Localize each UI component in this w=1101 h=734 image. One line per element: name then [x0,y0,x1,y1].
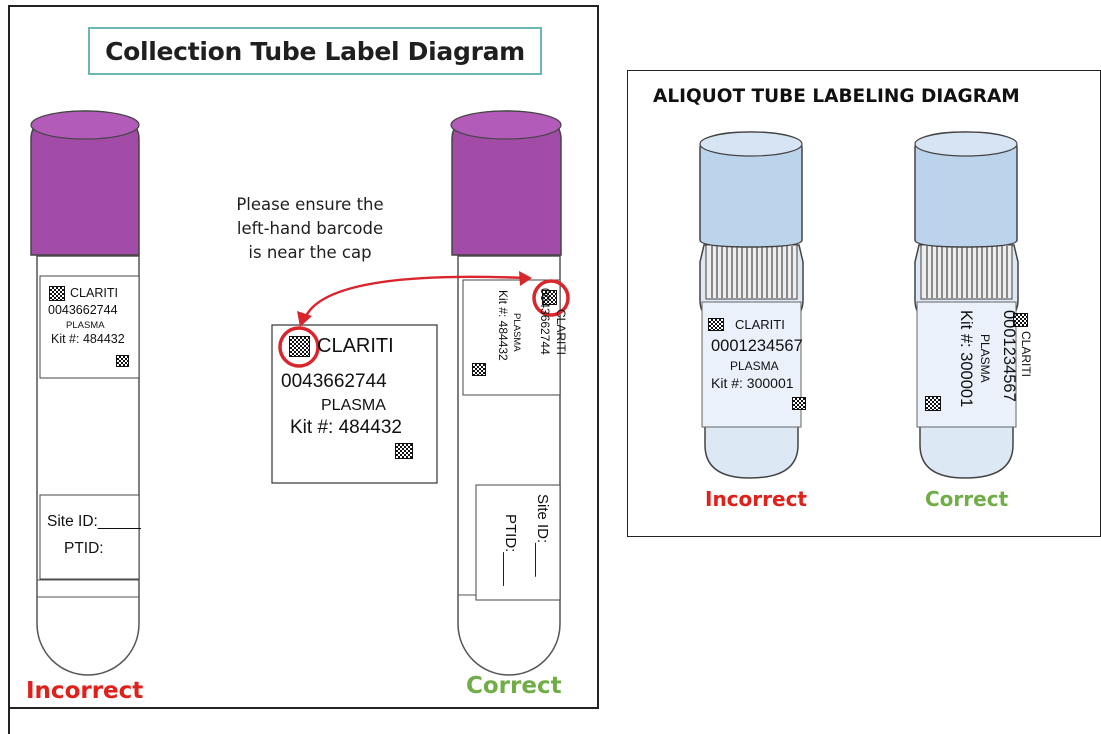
note-line: left-hand barcode [236,219,384,238]
site-id-field: Site ID:_____ [47,513,141,530]
aliquot-correct-caption: Correct [925,487,1009,511]
barcode-icon [116,355,129,367]
label-kit: Kit #: 484432 [51,332,125,346]
note-line: is near the cap [248,243,372,262]
divider-line [8,709,10,734]
collection-tube-correct [450,110,562,676]
zoom-label-type: PLASMA [321,397,386,414]
rot-ptid: PTID:____ [502,514,519,586]
label-number: 0043662744 [48,303,118,317]
aliquot-rot-type: PLASMA [978,334,992,383]
barcode-icon [708,318,724,331]
rot-site-id: Site ID:____ [534,494,551,577]
aliquot-label-brand: CLARITI [735,317,785,332]
aliquot-incorrect-caption: Incorrect [705,487,807,511]
aliquot-tube-correct [914,131,1019,479]
zoom-label-brand: CLARITI [317,335,394,357]
label-type: PLASMA [66,320,105,331]
barcode-icon [1013,313,1028,327]
barcode-icon [472,363,486,376]
rot-label-kit: Kit #: 484432 [496,290,510,361]
barcode-icon [289,336,310,357]
zoom-label-number: 0043662744 [281,371,387,392]
collection-incorrect-caption: Incorrect [26,678,144,704]
collection-correct-caption: Correct [466,673,562,699]
aliquot-rot-brand: CLARITI [1019,331,1033,378]
aliquot-rot-kit: Kit #: 300001 [957,310,975,408]
aliquot-label-type: PLASMA [730,359,779,373]
barcode-icon [792,397,806,410]
zoom-label-kit: Kit #: 484432 [290,417,402,438]
barcode-icon [49,286,65,301]
rot-label-type: PLASMA [511,313,522,352]
aliquot-title: ALIQUOT TUBE LABELING DIAGRAM [653,86,1020,107]
aliquot-panel [627,70,1101,537]
rot-label-brand: CLARITI [554,309,568,356]
ptid-field: PTID: [64,540,104,557]
barcode-icon [395,443,413,459]
aliquot-rot-number: 0001234567 [1000,310,1018,402]
barcode-icon [542,290,557,305]
collection-panel [8,5,599,709]
label-brand: CLARITI [70,286,118,300]
aliquot-label-kit: Kit #: 300001 [711,375,794,391]
rot-label-number: 0043662744 [538,288,552,355]
aliquot-label-number: 0001234567 [711,337,803,355]
note-line: Please ensure the [236,195,384,214]
collection-tube-incorrect [30,110,140,676]
barcode-icon [925,396,941,411]
barcode-note: Please ensure the left-hand barcode is n… [205,193,415,265]
collection-title: Collection Tube Label Diagram [88,27,542,75]
